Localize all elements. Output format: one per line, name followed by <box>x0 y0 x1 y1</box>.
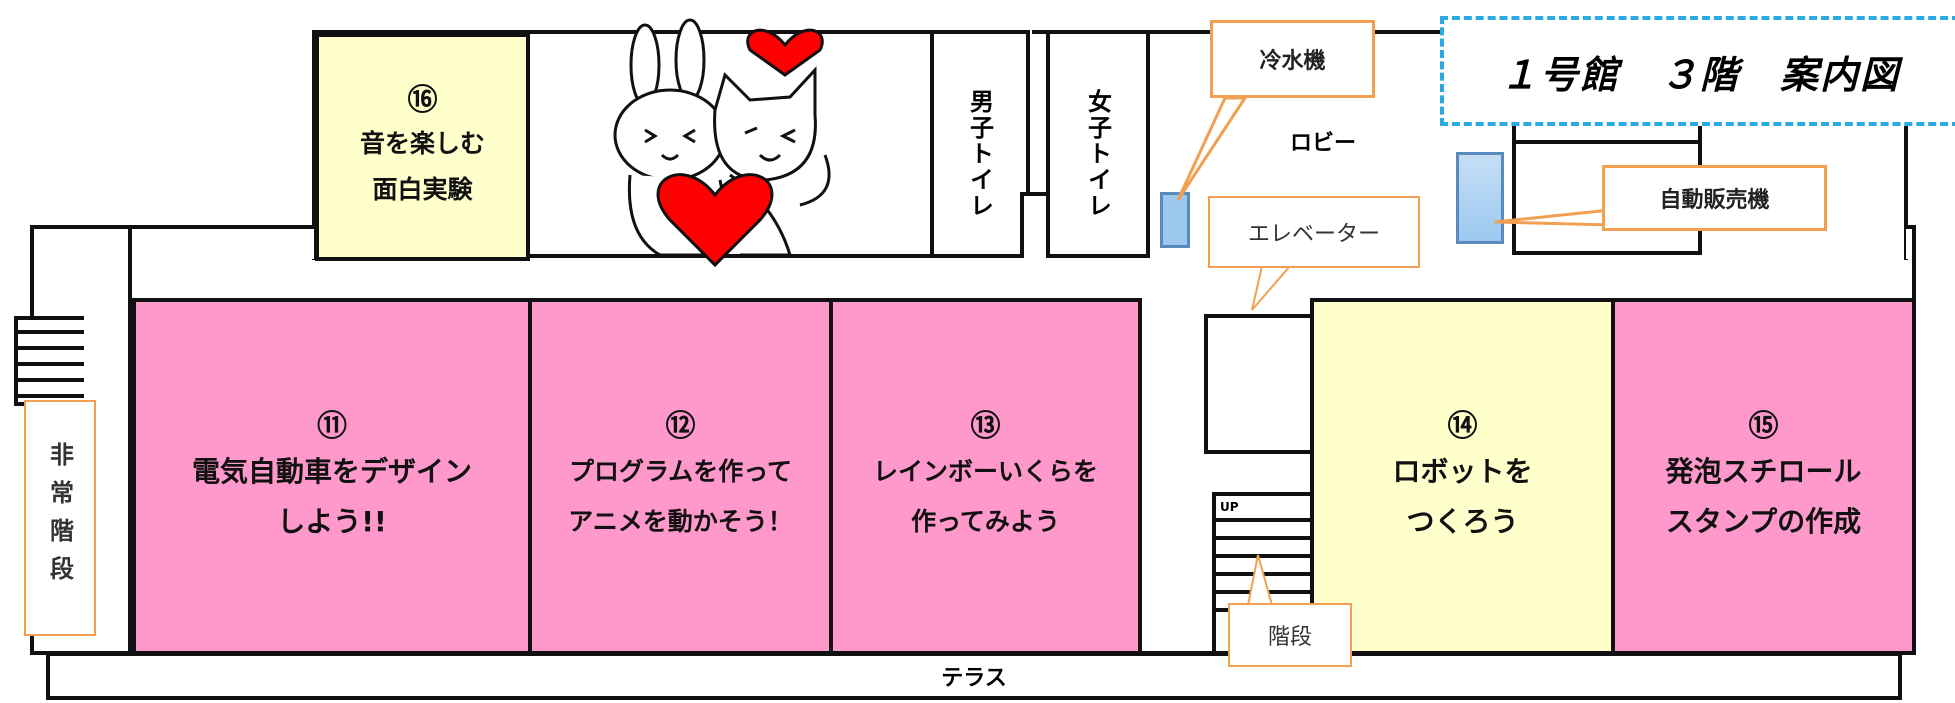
room-number: ⑬ <box>970 408 1001 444</box>
room-number: ⑮ <box>1748 408 1779 444</box>
room-title: 音を楽しむ 面白実験 <box>359 129 485 204</box>
room-number: ⑪ <box>317 408 347 444</box>
water-cooler[interactable] <box>1160 192 1190 248</box>
stairs-label: 階段 <box>1267 625 1312 650</box>
terrace-label: テラス <box>941 666 1007 691</box>
room-title: プログラムを作って アニメを動かそう！ <box>568 456 793 536</box>
emergency-stairs-label-box: 非常階段 <box>24 400 96 636</box>
water-cooler-callout: 冷水機 <box>1210 20 1375 98</box>
room-title: ロボットを つくろう <box>1392 454 1533 538</box>
vending-machine-callout: 自動販売機 <box>1602 165 1827 231</box>
big-heart-icon <box>656 173 774 268</box>
mascot-illustration <box>613 18 831 268</box>
room-11[interactable]: ⑪ 電気自動車をデザイン しよう!! <box>132 298 532 655</box>
room-title: 発泡スチロール スタンプの作成 <box>1665 454 1862 538</box>
room-number: ⑫ <box>665 408 696 444</box>
emergency-stairs-label: 非常階段 <box>45 442 74 594</box>
room-14[interactable]: ⑭ ロボットを つくろう <box>1310 298 1615 655</box>
elevator-callout: エレベーター <box>1208 196 1420 268</box>
vending-machine-label: 自動販売機 <box>1659 188 1770 213</box>
room-number: ⑯ <box>407 83 438 118</box>
heart-icon <box>746 28 824 77</box>
room-13[interactable]: ⑬ レインボーいくらを 作ってみよう <box>829 298 1142 655</box>
water-cooler-label: 冷水機 <box>1259 49 1326 74</box>
elevator-label: エレベーター <box>1247 222 1380 247</box>
vending-machine[interactable] <box>1456 152 1504 244</box>
emergency-stairs-drawing <box>14 316 84 406</box>
womens-toilet-label: 女子トイレ <box>1083 89 1112 219</box>
room-title: レインボーいくらを 作ってみよう <box>872 456 1098 536</box>
page-title: １号館 ３階 案内図 <box>1499 52 1900 97</box>
room-15[interactable]: ⑮ 発泡スチロール スタンプの作成 <box>1611 298 1916 655</box>
page-title-box: １号館 ３階 案内図 <box>1440 16 1955 126</box>
room-16[interactable]: ⑯ 音を楽しむ 面白実験 <box>315 33 530 261</box>
lobby-label: ロビー <box>1290 131 1357 156</box>
stairs-up-label: UP <box>1220 500 1239 514</box>
room-title: 電気自動車をデザイン しよう!! <box>191 454 472 538</box>
room-number: ⑭ <box>1447 408 1478 444</box>
womens-toilet[interactable]: 女子トイレ <box>1046 30 1150 258</box>
mens-toilet-label: 男子トイレ <box>965 89 994 219</box>
stairs-callout: 階段 <box>1228 603 1352 667</box>
room-12[interactable]: ⑫ プログラムを作って アニメを動かそう！ <box>528 298 833 655</box>
